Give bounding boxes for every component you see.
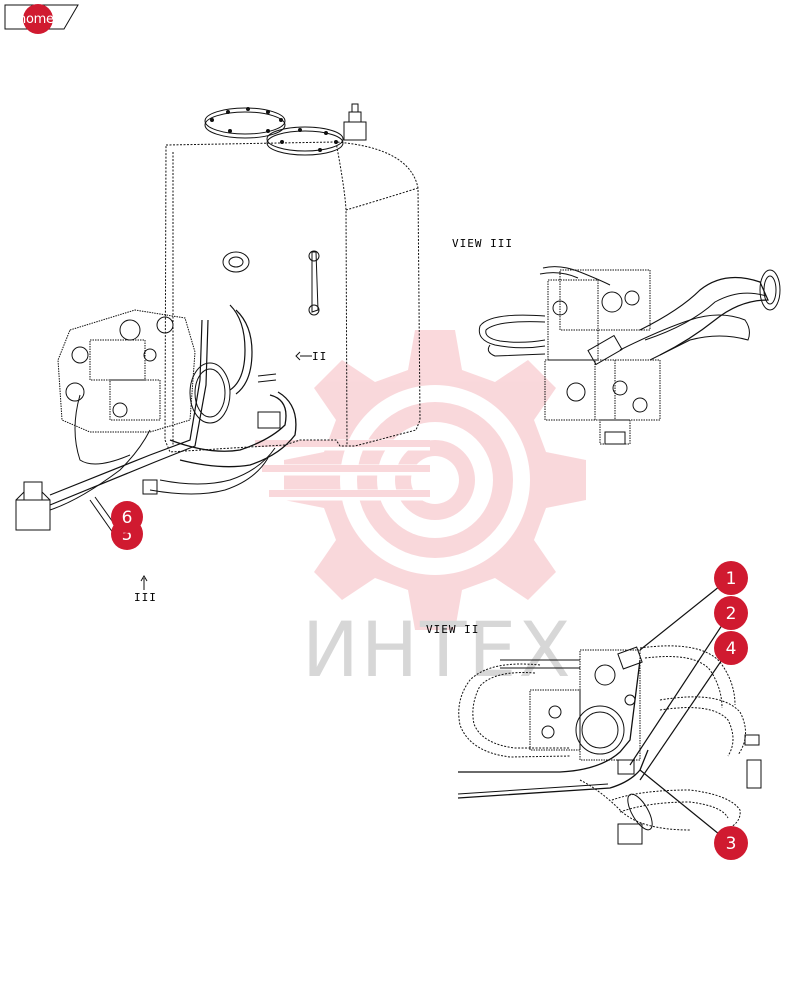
callout-6[interactable]: 6 [111, 501, 143, 533]
watermark-text: ИНТЕХ [302, 605, 573, 694]
view-iii-drawing [478, 266, 781, 445]
callout-1[interactable]: 1 [714, 561, 748, 595]
main-assembly-drawing [15, 103, 421, 590]
callout-3[interactable]: 3 [714, 826, 748, 860]
callout-2[interactable]: 2 [714, 596, 748, 630]
home-button[interactable] [23, 4, 53, 34]
callout-1-label: 1 [726, 569, 737, 589]
callout-5-label: 5 [122, 525, 133, 545]
view-iii-label: VIEW III [452, 237, 513, 250]
callout-6-label: 6 [122, 508, 133, 528]
callout-3-label: 3 [726, 834, 737, 854]
view-ii-drawing [457, 577, 762, 845]
marker-iii-label: III [134, 591, 157, 604]
view-ii-label: VIEW II [426, 623, 479, 636]
callout-4[interactable]: 4 [714, 631, 748, 665]
home-tab: home [4, 4, 80, 34]
watermark-logo [250, 330, 586, 630]
callout-4-label: 4 [726, 639, 737, 659]
callout-2-label: 2 [726, 604, 737, 624]
marker-ii-label: II [312, 350, 327, 363]
